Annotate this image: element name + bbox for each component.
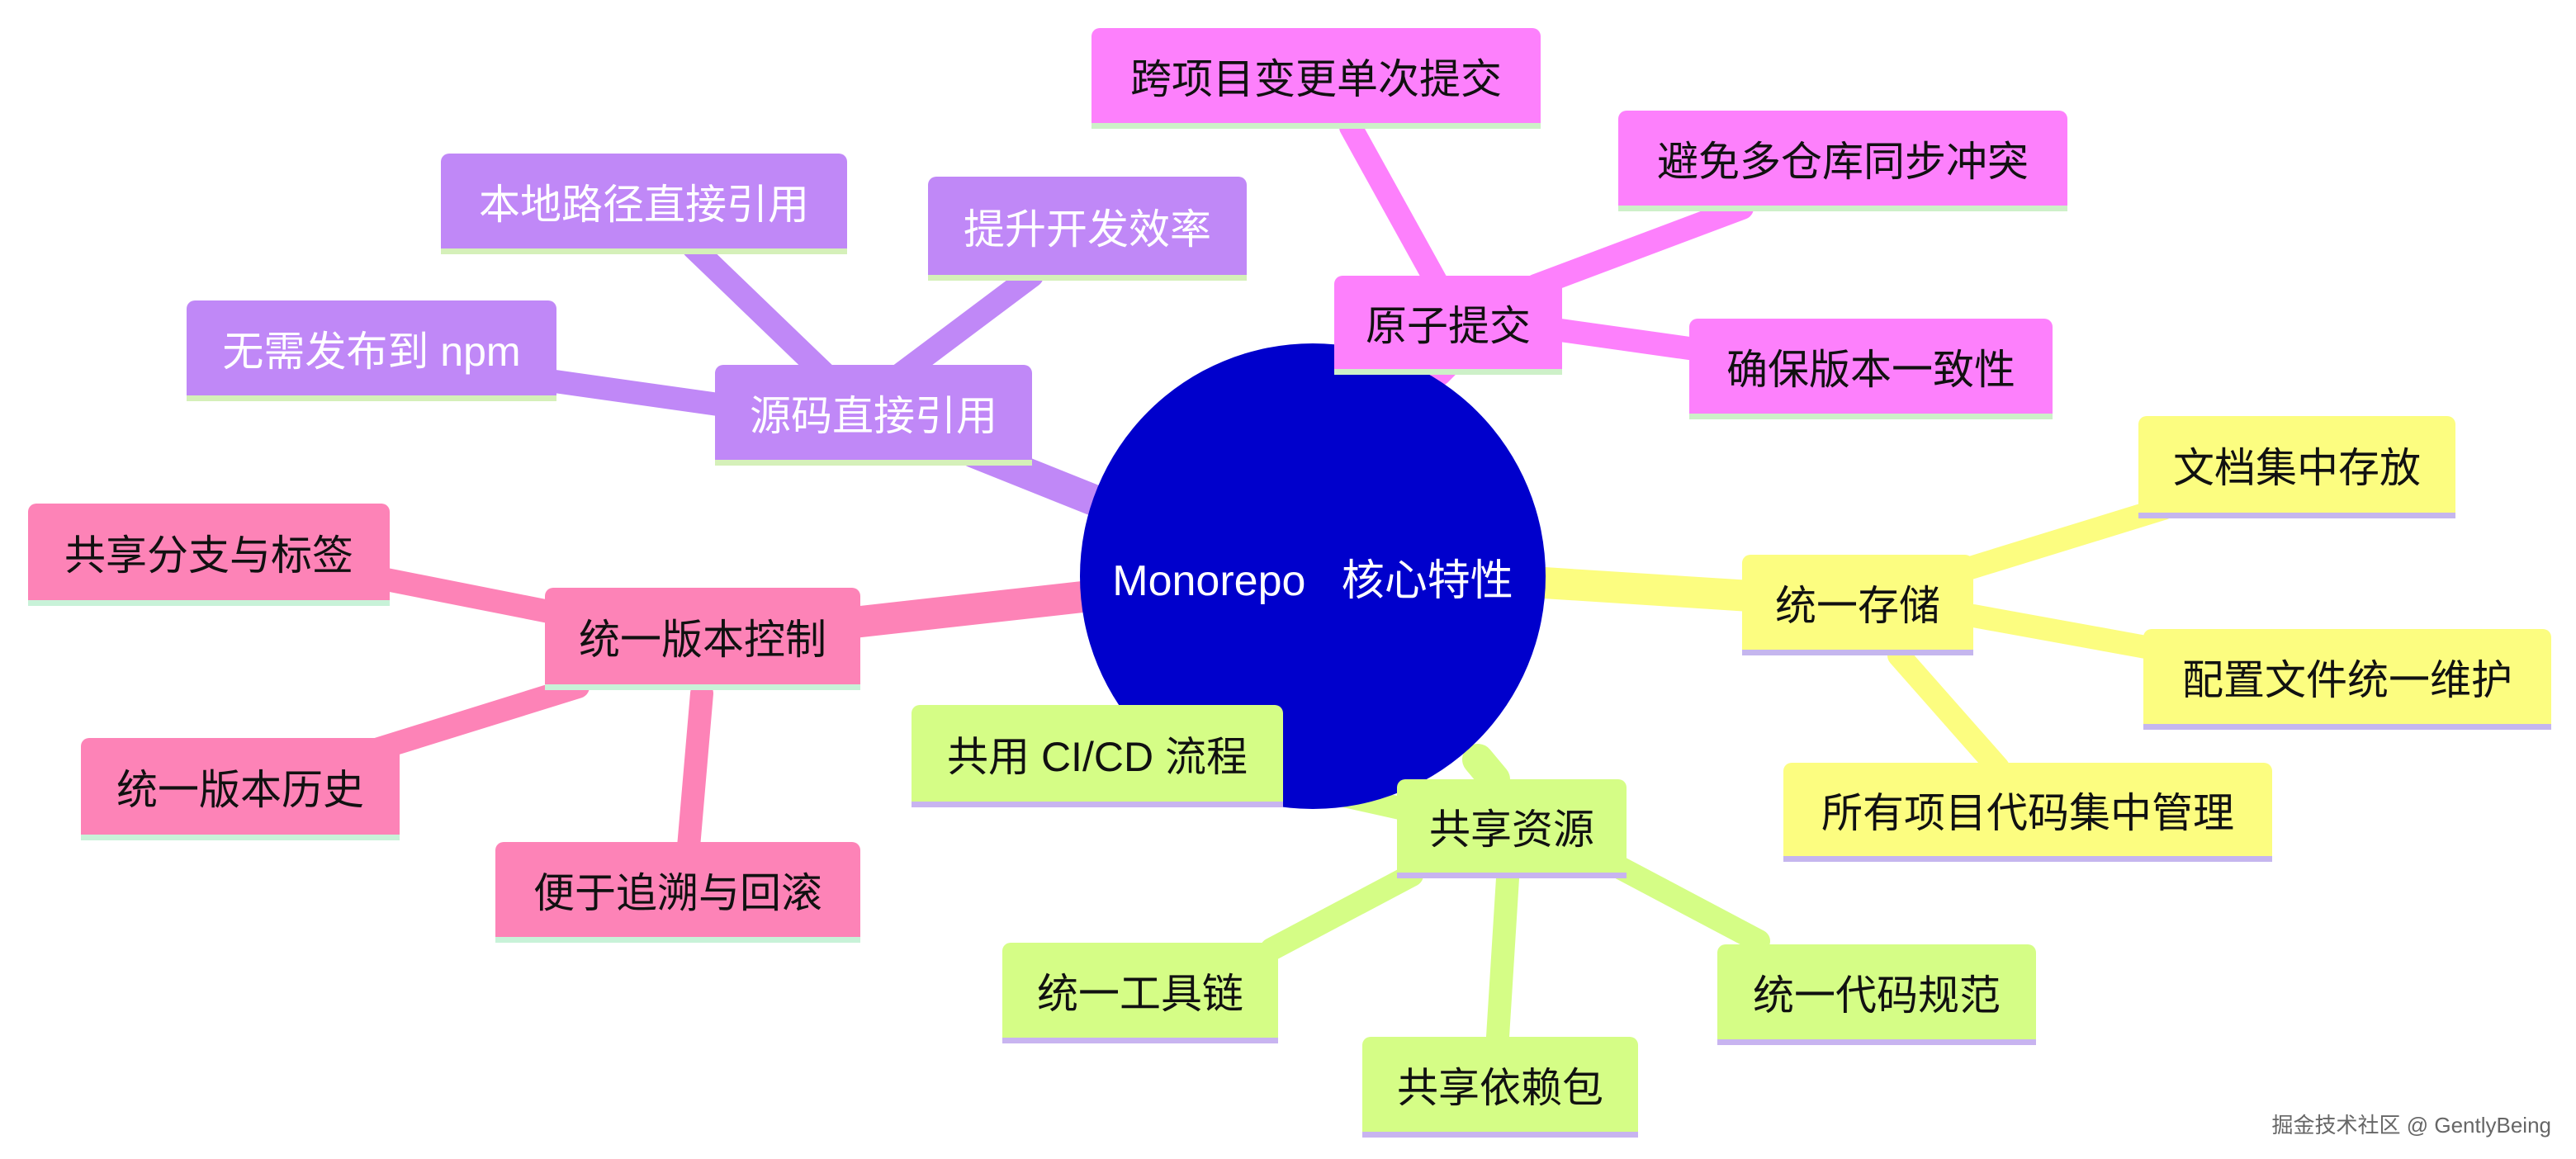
leaf-node-label: 共享依赖包 bbox=[1397, 1064, 1603, 1111]
leaf-node-label: 所有项目代码集中管理 bbox=[1821, 789, 2234, 836]
watermark: 掘金技术社区 @ GentlyBeing bbox=[2271, 1113, 2551, 1138]
root-node-label: Monorepo 核心特性 bbox=[1112, 556, 1513, 605]
leaf-node-label: 共享分支与标签 bbox=[64, 532, 353, 579]
edge-atomic-child-2 bbox=[1524, 196, 1754, 297]
leaf-node-label: 本地路径直接引用 bbox=[479, 181, 809, 228]
leaf-node: 便于追溯与回滚 bbox=[495, 842, 860, 943]
edge-version-child-1 bbox=[375, 568, 565, 624]
leaf-node-label: 文档集中存放 bbox=[2173, 444, 2421, 491]
leaf-node: 确保版本一致性 bbox=[1689, 319, 2053, 419]
leaf-node: 共用 CI/CD 流程 bbox=[912, 705, 1283, 807]
leaf-node: 配置文件统一维护 bbox=[2143, 629, 2551, 730]
leaf-node-label: 统一版本历史 bbox=[116, 766, 364, 813]
leaf-node-label: 避免多仓库同步冲突 bbox=[1657, 138, 2029, 185]
branch-node-source: 源码直接引用 bbox=[715, 365, 1032, 466]
edge-version-child-3 bbox=[677, 682, 713, 859]
edge-storage-child-1 bbox=[1953, 497, 2175, 581]
leaf-node: 避免多仓库同步冲突 bbox=[1618, 111, 2067, 211]
leaf-node: 无需发布到 npm bbox=[187, 300, 556, 401]
leaf-node: 统一工具链 bbox=[1002, 943, 1278, 1043]
leaf-node-label: 确保版本一致性 bbox=[1726, 346, 2015, 393]
edge-shared-child-4 bbox=[1607, 855, 1770, 953]
branch-node-shared: 共享资源 bbox=[1397, 779, 1627, 878]
leaf-node: 统一代码规范 bbox=[1717, 944, 2036, 1045]
leaf-node-label: 统一代码规范 bbox=[1753, 972, 2001, 1019]
edge-source-child-1 bbox=[682, 236, 837, 386]
leaf-node: 统一版本历史 bbox=[81, 738, 400, 840]
edge-atomic-child-1 bbox=[1339, 116, 1448, 294]
edge-shared-child-2 bbox=[1260, 863, 1423, 961]
edge-storage-child-2 bbox=[1962, 604, 2166, 660]
leaf-node-label: 无需发布到 npm bbox=[222, 328, 521, 375]
branch-node-atomic: 原子提交 bbox=[1334, 276, 1562, 375]
edge-shared-child-3 bbox=[1486, 867, 1519, 1048]
leaf-node: 本地路径直接引用 bbox=[441, 154, 847, 254]
leaf-node: 共享分支与标签 bbox=[28, 504, 390, 606]
leaf-node: 提升开发效率 bbox=[928, 177, 1247, 281]
branch-node-label: 源码直接引用 bbox=[750, 392, 997, 439]
leaf-node-label: 便于追溯与回滚 bbox=[533, 869, 822, 916]
leaf-node-label: 统一工具链 bbox=[1037, 970, 1243, 1017]
leaf-node-label: 跨项目变更单次提交 bbox=[1130, 55, 1502, 102]
branch-node-storage: 统一存储 bbox=[1742, 555, 1973, 655]
branch-node-label: 原子提交 bbox=[1366, 302, 1531, 349]
edge-atomic-child-3 bbox=[1549, 319, 1712, 362]
branch-node-label: 共享资源 bbox=[1429, 806, 1594, 853]
leaf-node: 跨项目变更单次提交 bbox=[1091, 28, 1541, 129]
edge-root-storage bbox=[1528, 567, 1766, 612]
leaf-node: 文档集中存放 bbox=[2138, 416, 2455, 518]
edge-storage-child-3 bbox=[1887, 644, 2010, 779]
leaf-node-label: 配置文件统一维护 bbox=[2182, 656, 2512, 703]
edge-root-shared bbox=[1462, 744, 1510, 795]
leaf-node: 所有项目代码集中管理 bbox=[1783, 763, 2272, 862]
branch-node-version: 统一版本控制 bbox=[545, 588, 860, 690]
branch-node-label: 统一版本控制 bbox=[579, 616, 826, 663]
edge-source-child-2 bbox=[888, 264, 1044, 386]
edge-source-child-3 bbox=[543, 370, 730, 416]
branch-node-label: 统一存储 bbox=[1775, 582, 1940, 629]
leaf-node: 共享依赖包 bbox=[1362, 1037, 1638, 1138]
leaf-node-label: 提升开发效率 bbox=[964, 206, 1211, 253]
leaf-node-label: 共用 CI/CD 流程 bbox=[947, 733, 1248, 780]
